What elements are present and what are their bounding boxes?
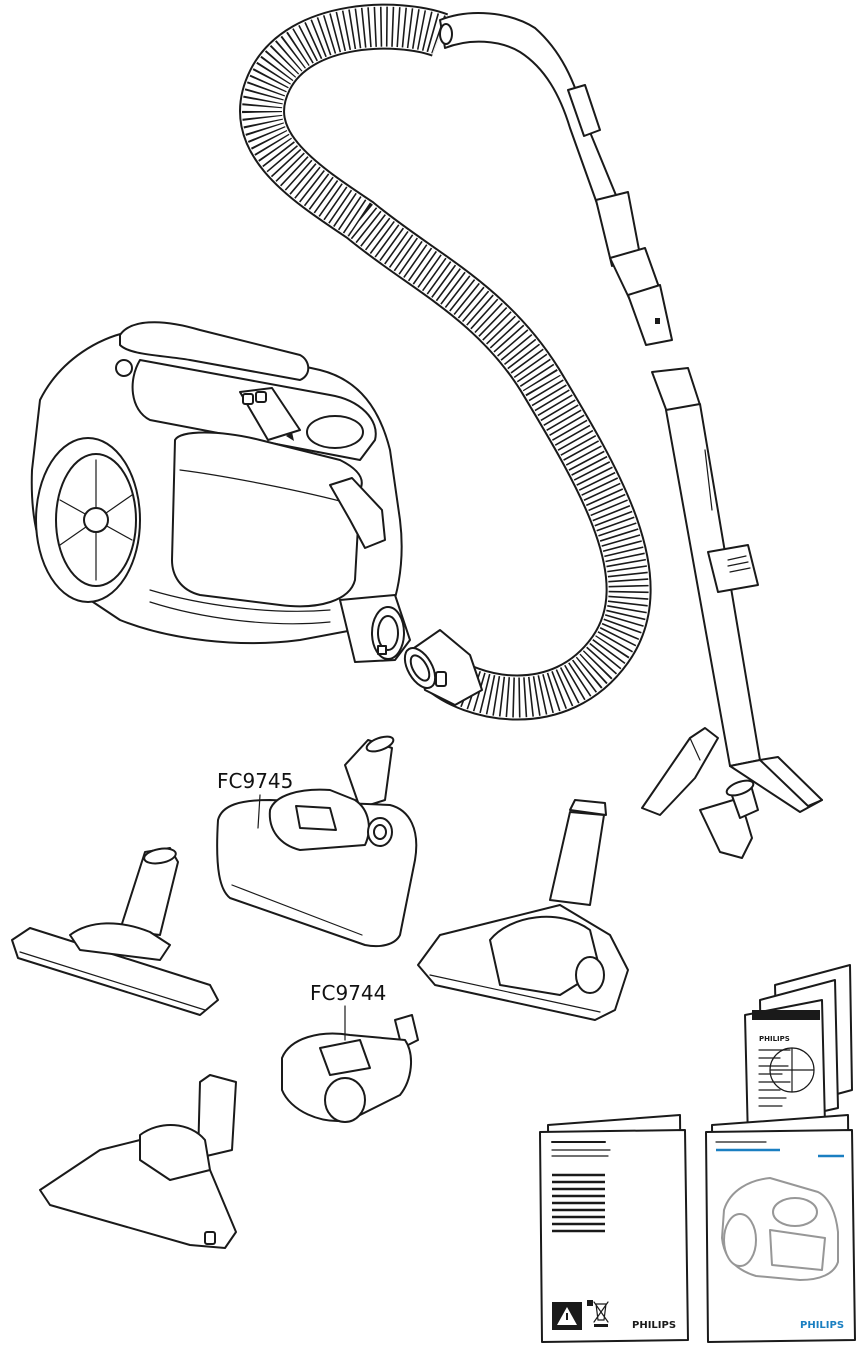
fc9744-label: FC9744 xyxy=(310,981,386,1005)
small-nozzle xyxy=(699,779,759,859)
user-manual-brand: PHILIPS xyxy=(800,1320,844,1331)
telescopic-tube xyxy=(651,367,823,813)
mini-turbo-brush-fc9744 xyxy=(281,1014,419,1123)
fc9745-leader-line xyxy=(257,794,261,829)
user-manual: PHILIPS xyxy=(705,1114,856,1343)
weee-bin-icon xyxy=(587,1300,609,1327)
leaflet-brand: PHILIPS xyxy=(759,1035,790,1043)
hard-floor-nozzle xyxy=(11,847,219,1016)
fc9745-label: FC9745 xyxy=(217,769,293,793)
leaflet-folded: PHILIPS xyxy=(744,964,853,1141)
crevice-tool xyxy=(641,727,719,816)
parquet-nozzle xyxy=(39,1074,237,1249)
multi-floor-nozzle xyxy=(417,799,629,1021)
hose-handle xyxy=(439,12,673,346)
hose xyxy=(239,3,673,721)
vacuum-cover-illustration xyxy=(721,1177,839,1281)
hose-connector xyxy=(403,629,483,706)
turbo-brush-fc9745 xyxy=(216,735,418,948)
safety-booklet: PHILIPS xyxy=(539,1114,689,1343)
vacuum-cleaner-body xyxy=(30,321,411,663)
safety-booklet-brand: PHILIPS xyxy=(632,1320,676,1331)
